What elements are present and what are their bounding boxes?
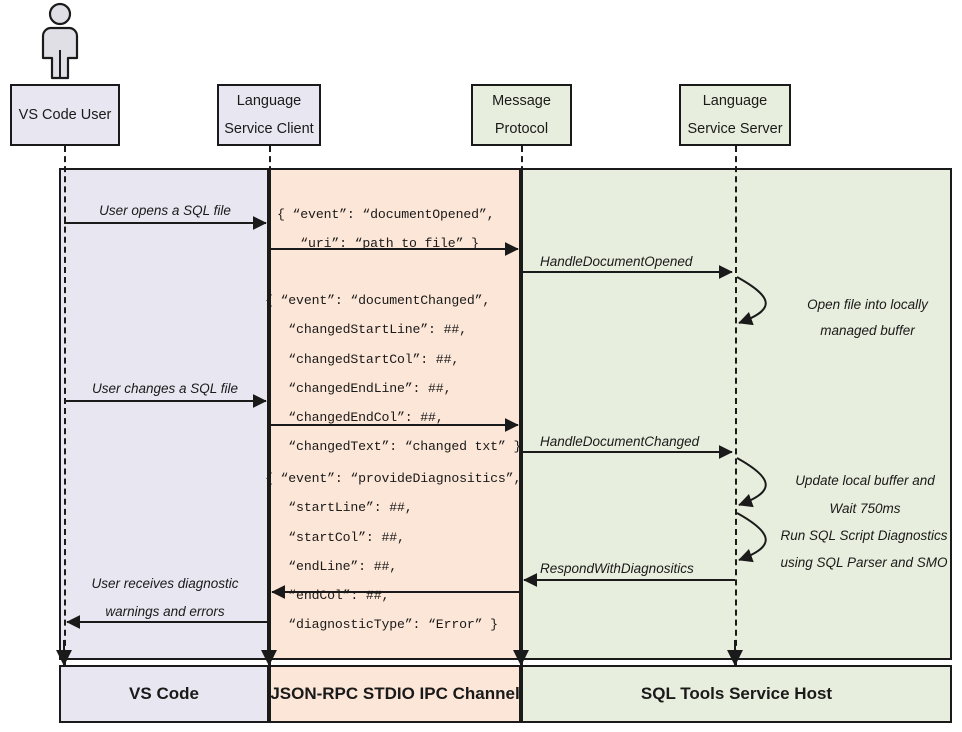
lifeline-label-line2: Protocol	[494, 121, 549, 137]
label-handle-document-changed: HandleDocumentChanged	[540, 434, 700, 449]
vs-code-user-actor	[34, 2, 86, 80]
lifeline-language-service-client	[269, 146, 271, 666]
lifeline-language-service-server	[735, 146, 737, 666]
footer-label: SQL Tools Service Host	[640, 684, 833, 703]
lifeline-vs-code-user	[64, 146, 66, 666]
label-user-changes: User changes a SQL file	[91, 381, 239, 396]
footer-service-host[interactable]: SQL Tools Service Host	[521, 665, 952, 723]
lifeline-label-line1: VS Code User	[18, 106, 112, 123]
lifeline-label-line2: Service Server	[687, 121, 783, 137]
footer-label: VS Code	[129, 684, 199, 703]
label-respond-with-diagnostics: RespondWithDiagnositics	[540, 561, 694, 576]
lifeline-box-message-protocol[interactable]: Message Protocol	[471, 84, 572, 146]
payload-provide-diagnostics: { “event”: “provideDiagnositics”, “start…	[265, 471, 522, 633]
lifeline-message-protocol	[521, 146, 523, 666]
band-ipc-channel	[269, 168, 521, 660]
note-open-buffer-line1: Open file into locally	[807, 297, 928, 312]
footer-vs-code[interactable]: VS Code	[59, 665, 269, 723]
actor-person-icon	[41, 2, 79, 80]
label-user-opens: User opens a SQL file	[99, 203, 231, 218]
note-update-buffer-line1: Update local buffer and	[795, 473, 935, 488]
label-user-receives-line2: warnings and errors	[105, 604, 225, 619]
note-open-buffer-line2: managed buffer	[820, 323, 915, 338]
band-vs-code	[59, 168, 269, 660]
label-user-receives-line1: User receives diagnostic	[91, 576, 239, 591]
lifeline-box-vs-code-user[interactable]: VS Code User	[10, 84, 120, 146]
lifeline-label-line2: Service Client	[224, 121, 314, 137]
label-handle-document-opened: HandleDocumentOpened	[540, 254, 693, 269]
note-update-buffer-line2: Wait 750ms	[829, 501, 901, 516]
lifeline-label-line1: Language	[702, 92, 768, 109]
lifeline-box-language-service-client[interactable]: Language Service Client	[217, 84, 321, 146]
payload-document-opened: { “event”: “documentOpened”, “uri”: “pat…	[277, 207, 495, 252]
lifeline-box-language-service-server[interactable]: Language Service Server	[679, 84, 791, 146]
footer-ipc-channel[interactable]: JSON-RPC STDIO IPC Channel	[269, 665, 521, 723]
footer-label: JSON-RPC STDIO IPC Channel	[270, 684, 520, 703]
lifeline-label-line1: Message	[492, 92, 551, 109]
note-run-diagnostics-line1: Run SQL Script Diagnostics	[780, 528, 948, 543]
payload-document-changed: { “event”: “documentChanged”, “changedSt…	[265, 293, 522, 455]
note-run-diagnostics-line2: using SQL Parser and SMO	[780, 555, 948, 570]
lifeline-label-line1: Language	[236, 92, 302, 109]
